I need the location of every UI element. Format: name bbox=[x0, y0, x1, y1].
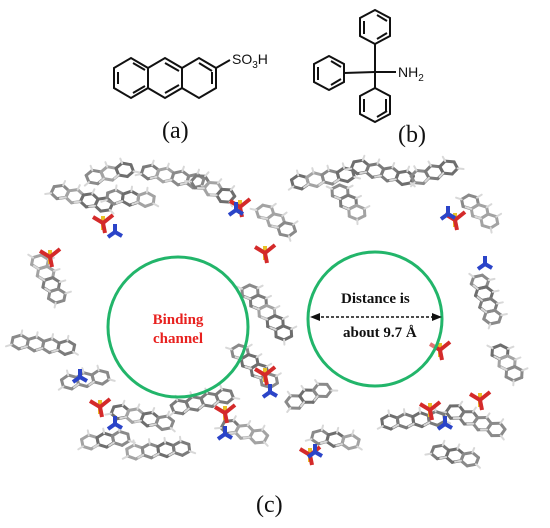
triphenylmethylamine-structure: NH2 bbox=[313, 8, 424, 124]
so-h-label: H bbox=[258, 51, 268, 67]
svg-text:NH2: NH2 bbox=[398, 64, 424, 84]
anthracene-sulfonic-acid-structure: SO3H bbox=[113, 51, 268, 100]
binding-line-2: channel bbox=[152, 331, 203, 347]
so-label: SO bbox=[232, 51, 252, 67]
panel-c-label: (c) bbox=[256, 492, 283, 518]
svg-text:SO3H: SO3H bbox=[232, 51, 268, 71]
crystal-packing-view bbox=[5, 154, 529, 469]
distance-label-line-1: Distance is bbox=[341, 291, 410, 307]
distance-arrow bbox=[310, 313, 442, 321]
so-subscript: 3 bbox=[252, 60, 258, 71]
distance-label-line-2: about 9.7 Å bbox=[343, 325, 417, 341]
nh-label: NH bbox=[398, 64, 418, 80]
panel-a-label: (a) bbox=[162, 118, 189, 144]
binding-channel-circle bbox=[106, 255, 250, 399]
binding-line-1: Binding bbox=[152, 312, 204, 328]
channel-circle-right bbox=[306, 250, 444, 388]
binding-channel-label: Binding channel bbox=[128, 311, 228, 349]
nh-subscript: 2 bbox=[418, 73, 424, 84]
panel-b-label: (b) bbox=[398, 122, 426, 148]
